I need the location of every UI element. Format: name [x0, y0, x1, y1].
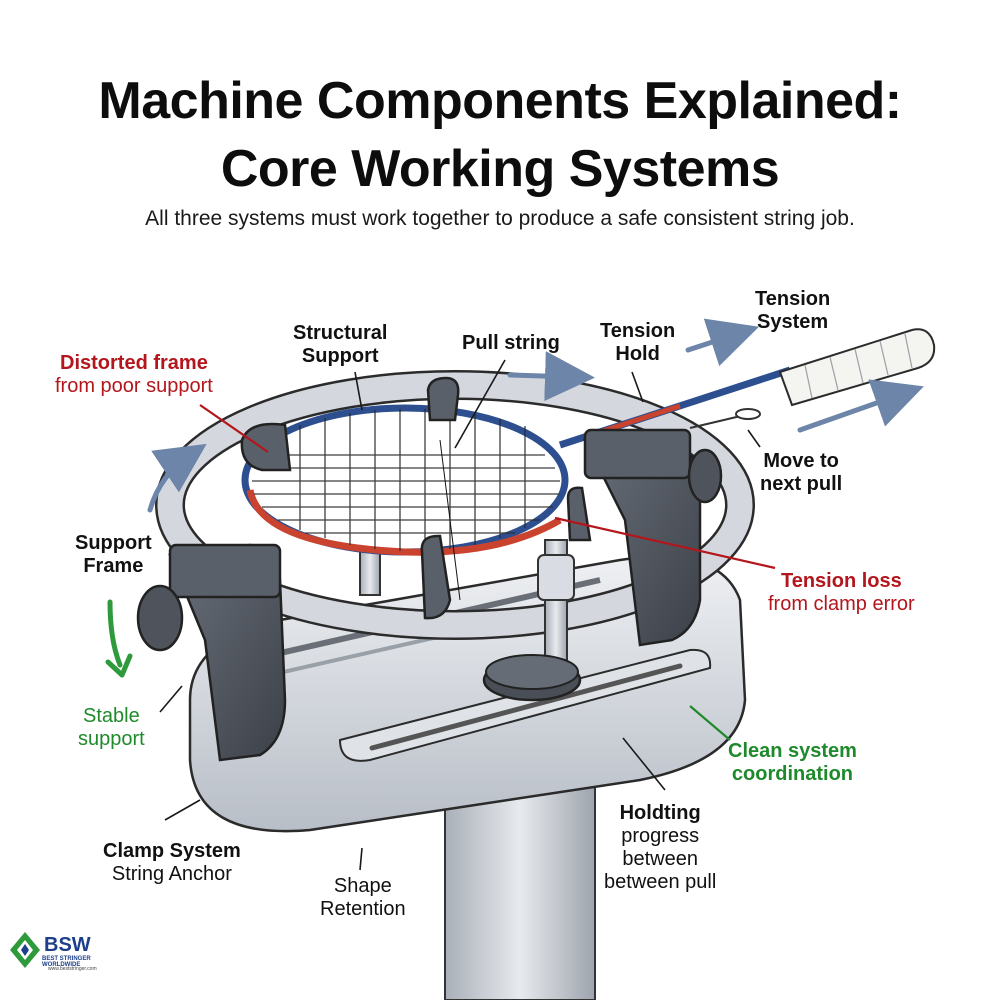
subtitle: All three systems must work together to …: [145, 207, 855, 230]
green-arrow: [105, 599, 133, 678]
label-structural-support: Structural Support: [293, 322, 388, 367]
label-distorted-frame: Distorted frame from poor support: [55, 352, 213, 397]
label-tension-system: Tension System: [755, 288, 831, 333]
string-gripper: [689, 408, 761, 429]
label-move-next-pull: Move to next pull: [760, 450, 843, 495]
bsw-logo: BSW BEST STRINGER WORLDWIDE www.beststri…: [8, 930, 128, 980]
label-holding-progress: Holdting progress between between pull: [604, 802, 717, 893]
support-clamp-left: [136, 543, 287, 762]
label-tension-loss: Tension loss from clamp error: [768, 570, 915, 615]
label-pull-string: Pull string: [462, 332, 560, 354]
leader-lines-red: [199, 404, 776, 570]
label-clamp-system: Clamp System String Anchor: [103, 840, 241, 885]
support-arm-top-back: [426, 376, 460, 422]
support-arm-front: [420, 486, 592, 620]
support-arm-top-left: [240, 422, 292, 472]
logo-subtext: BEST STRINGER WORLDWIDE: [42, 956, 91, 968]
racquet-handle: [778, 328, 936, 407]
label-shape-retention: Shape Retention: [320, 875, 406, 920]
label-clean-coordination: Clean system coordination: [728, 740, 857, 785]
racquet-head: [241, 404, 569, 601]
leader-lines: [159, 359, 761, 871]
label-support-frame: Support Frame: [75, 532, 152, 577]
label-tension-hold: Tension Hold: [600, 320, 676, 365]
leader-lines-green: [689, 705, 731, 741]
label-stable-support: Stable support: [78, 705, 145, 750]
logo-emblem-icon: [10, 932, 40, 968]
title-line-1: Machine Components Explained:: [98, 72, 902, 130]
flow-arrows: [147, 318, 924, 513]
floating-clamp: [482, 539, 582, 702]
title-line-2: Core Working Systems: [220, 140, 780, 198]
logo-text: BSW: [44, 934, 91, 956]
logo-url: www.beststringer.com: [48, 966, 97, 972]
